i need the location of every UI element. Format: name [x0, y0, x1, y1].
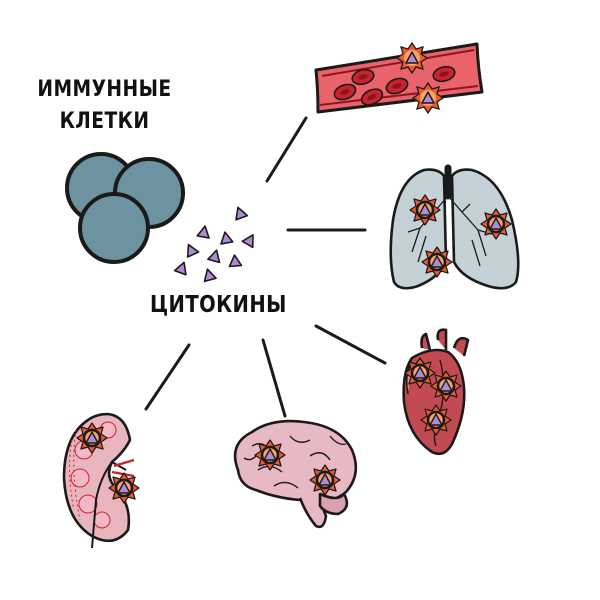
immune-cells-icon — [65, 152, 185, 264]
connector-to-brain — [261, 338, 287, 418]
kidney-icon — [62, 412, 141, 549]
immune-cells-label-line2: КЛЕТКИ — [59, 109, 150, 134]
immune-cells-label: ИММУННЫЕ КЛЕТКИ — [28, 74, 181, 138]
lungs-icon — [389, 164, 520, 290]
brain-icon — [233, 419, 358, 529]
cytokines-label: ЦИТОКИНЫ — [150, 292, 287, 318]
blood-vessel-icon — [314, 42, 484, 114]
connector-to-vessel — [265, 116, 308, 183]
cytokines-icon — [173, 204, 259, 283]
connector-to-heart — [314, 324, 387, 365]
heart-icon — [402, 328, 470, 456]
connector-lines — [144, 116, 387, 418]
immune-cells-label-line1: ИММУННЫЕ — [37, 77, 172, 102]
connector-to-kidney — [144, 343, 191, 411]
